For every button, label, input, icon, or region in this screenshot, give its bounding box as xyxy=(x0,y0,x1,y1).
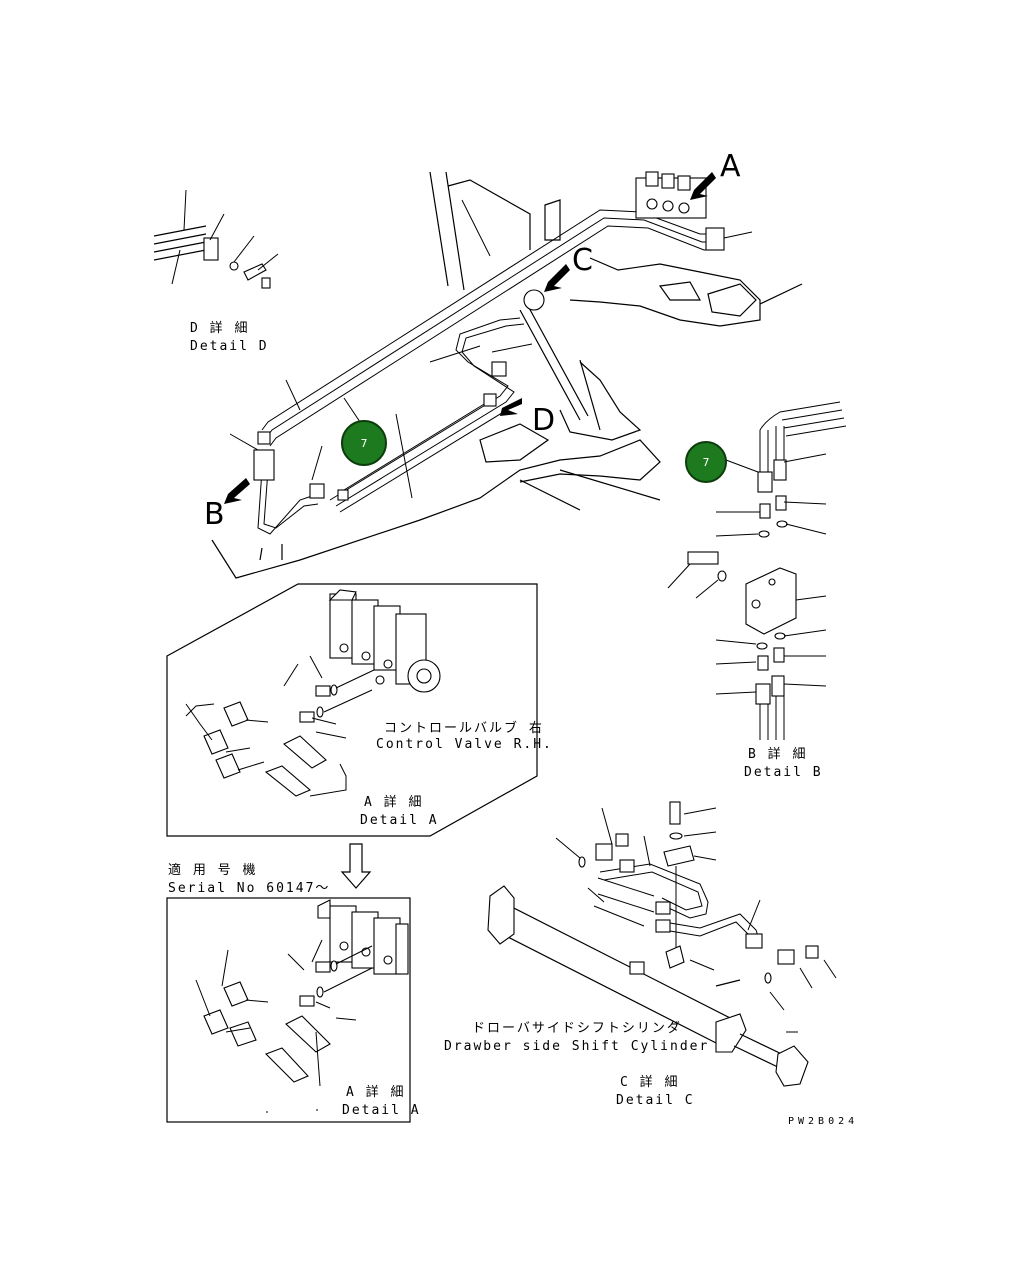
detail-d-en: Detail D xyxy=(190,339,269,354)
drawing-code: PW2B024 xyxy=(788,1116,858,1127)
view-letter-b: B xyxy=(204,497,225,532)
control-valve-jp: コントロールバルブ 右 xyxy=(384,720,544,736)
detail-d-jp: D 詳 細 xyxy=(190,320,249,336)
main-assembly: A C D B 7 xyxy=(204,149,803,579)
callout-7-detail-b[interactable]: 7 xyxy=(685,441,727,483)
detail-b-en: Detail B xyxy=(744,765,823,780)
detail-c-en: Detail C xyxy=(616,1093,695,1108)
cylinder-en: Drawber side Shift Cylinder xyxy=(444,1039,709,1054)
callout-7-main[interactable]: 7 xyxy=(341,420,387,466)
view-letter-a: A xyxy=(720,149,741,184)
detail-a2-box: A 詳 細 Detail A xyxy=(166,897,421,1123)
detail-c-jp: C 詳 細 xyxy=(620,1074,679,1090)
detail-d: D 詳 細 Detail D xyxy=(153,189,279,354)
detail-c: ドローバサイドシフトシリンダ Drawber side Shift Cylind… xyxy=(444,801,837,1108)
detail-a-box: コントロールバルブ 右 Control Valve R.H. A 詳 細 Det… xyxy=(166,583,553,837)
view-letter-c: C xyxy=(572,243,593,278)
detail-a2-en: Detail A xyxy=(342,1103,421,1118)
detail-b-jp: B 詳 細 xyxy=(748,746,807,762)
detail-a-jp: A 詳 細 xyxy=(364,794,423,810)
callout-label: 7 xyxy=(361,437,368,450)
detail-a-en: Detail A xyxy=(360,813,439,828)
view-letter-d: D xyxy=(532,403,555,438)
serial-note-en: Serial No 60147〜 xyxy=(168,881,330,896)
control-valve-en: Control Valve R.H. xyxy=(376,737,553,752)
detail-b: B 詳 細 Detail B 7 xyxy=(667,401,847,780)
detail-a2-jp: A 詳 細 xyxy=(346,1084,405,1100)
cylinder-jp: ドローバサイドシフトシリンダ xyxy=(472,1021,682,1036)
serial-note-jp: 適 用 号 機 xyxy=(168,862,257,878)
down-arrow-icon xyxy=(340,843,372,889)
callout-label: 7 xyxy=(703,456,710,469)
